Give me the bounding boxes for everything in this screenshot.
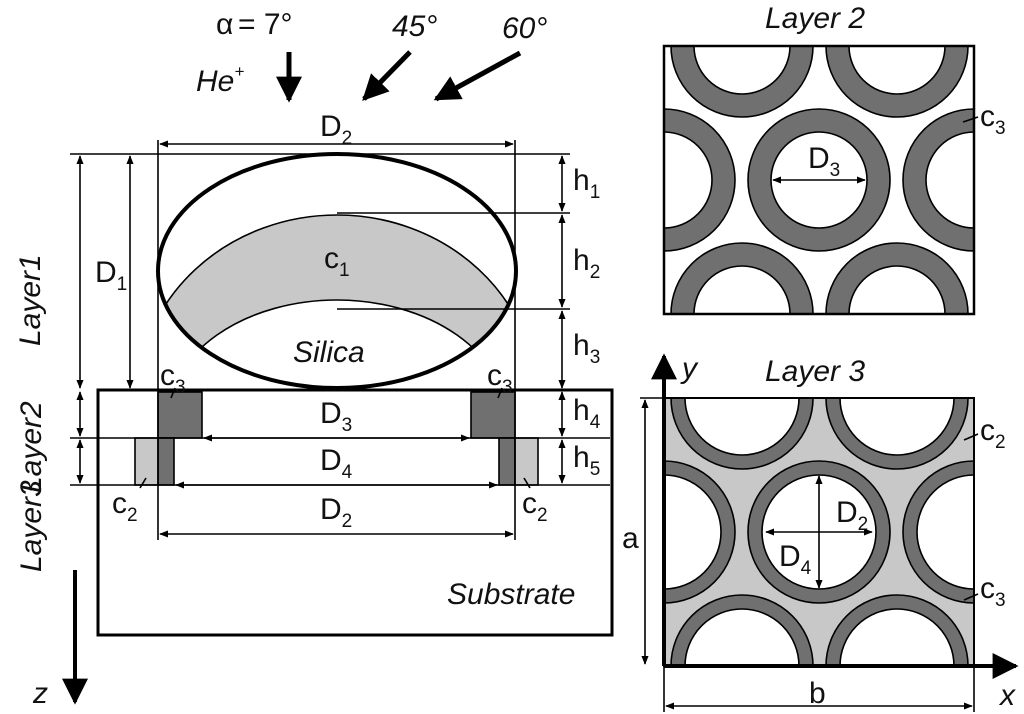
label-D2-bottom: D2 <box>320 493 352 532</box>
leader-c3-right <box>497 387 503 399</box>
layer2-label-c3: c3 <box>980 100 1006 139</box>
layer3-label-b: b <box>809 677 826 710</box>
layer3-panel: Layer 3 D2 D4 c2 c3 <box>622 352 1019 712</box>
label-x: x <box>998 679 1016 712</box>
alpha-value: = 7° <box>238 8 293 41</box>
layer3-label-c3: c3 <box>980 572 1006 611</box>
leader-c2-left <box>139 477 147 489</box>
c2-block-right <box>514 437 539 486</box>
arrow-60deg <box>433 50 522 102</box>
angle-45-label: 45° <box>392 10 437 43</box>
label-c3-right: c3 <box>487 359 513 398</box>
label-c2-left: c2 <box>112 487 138 526</box>
c3-wall-left <box>157 437 175 486</box>
label-substrate: Substrate <box>447 578 575 611</box>
label-D1: D1 <box>95 256 127 295</box>
label-h3: h3 <box>573 329 600 368</box>
label-c2-right: c2 <box>522 487 548 526</box>
label-c1: c1 <box>324 242 350 281</box>
layer3-title: Layer 3 <box>765 355 865 388</box>
layer2-panel: Layer 2 D3 c3 <box>662 2 1006 316</box>
layer3-rings <box>664 398 974 666</box>
layer2-leader-c3 <box>962 116 979 123</box>
angle-60-label: 60° <box>502 12 547 45</box>
ion-label: He+ <box>196 62 244 98</box>
label-silica: Silica <box>293 336 365 369</box>
arrow-45deg <box>362 50 412 101</box>
layer2-title: Layer 2 <box>765 2 865 35</box>
silica-core <box>166 299 508 388</box>
c1-shell <box>158 214 516 388</box>
layer3-label-D2: D2 <box>836 496 868 535</box>
label-h5: h5 <box>573 441 600 480</box>
layer2-frame <box>662 44 976 316</box>
incidence-group: α = 7° 45° 60° He+ <box>196 8 547 103</box>
alpha-symbol: α <box>216 8 233 41</box>
label-layer1: Layer1 <box>14 254 47 346</box>
label-D4: D4 <box>320 444 353 483</box>
label-layer3: Layer3 <box>15 480 48 572</box>
c3-wall-right <box>498 437 516 486</box>
c3-block-left <box>157 391 203 439</box>
label-z: z <box>32 677 48 710</box>
ellipse-fill <box>158 154 516 388</box>
c3-block-right <box>470 391 516 439</box>
label-y: y <box>680 352 699 385</box>
substrate-box <box>96 388 614 637</box>
label-h2: h2 <box>573 244 600 283</box>
c2-block-left <box>134 437 159 486</box>
cross-section: D2 D1 h1 h2 h3 h4 h5 c1 Silica c3 c3 D3 … <box>14 110 614 710</box>
layer2-label-D3: D3 <box>808 142 840 181</box>
label-layer2: Layer2 <box>15 401 48 493</box>
layer3-leader-c3 <box>963 593 979 601</box>
layer3-label-D4: D4 <box>779 540 812 579</box>
label-h4: h4 <box>573 394 601 433</box>
label-h1: h1 <box>573 164 600 203</box>
layer3-leader-c2 <box>963 433 979 441</box>
label-D2-top: D2 <box>320 110 352 149</box>
layer3-label-a: a <box>622 522 639 555</box>
label-D3: D3 <box>320 397 352 436</box>
leader-c3-left <box>170 387 176 399</box>
layer2-rings <box>664 46 974 314</box>
leader-c2-right <box>523 477 531 489</box>
label-c3-left: c3 <box>160 359 186 398</box>
layer3-label-c2: c2 <box>980 414 1006 453</box>
